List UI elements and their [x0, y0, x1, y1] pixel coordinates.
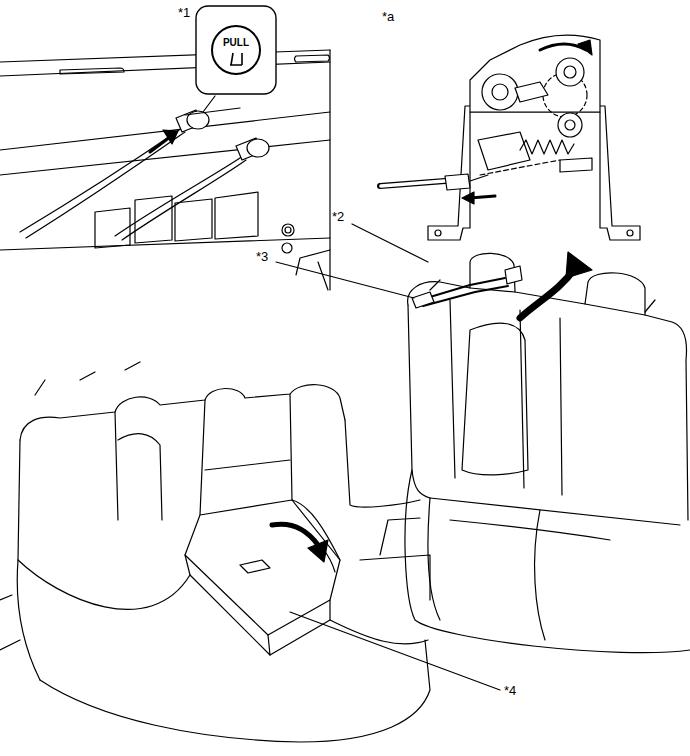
button-label: PULL	[223, 38, 249, 48]
callout-number: *4	[504, 684, 516, 697]
callout-frame	[195, 5, 277, 95]
latch-mechanism	[380, 35, 640, 240]
leader-line	[203, 96, 215, 112]
release-cables	[20, 108, 269, 240]
detail-arrow-head	[566, 252, 592, 278]
callout-number: *2	[332, 210, 344, 223]
leader-line	[290, 612, 500, 690]
callout-number: *1	[178, 6, 190, 19]
leader-line	[352, 224, 428, 262]
leader-line	[276, 262, 414, 298]
pull-button-callout: PULL	[195, 5, 277, 95]
rear-seat-right	[405, 253, 690, 652]
callout-number: *3	[256, 250, 268, 263]
fold-arrow	[272, 524, 318, 545]
fold-arrow-head	[308, 540, 328, 562]
rear-seat-left	[0, 362, 430, 742]
callout-number: *a	[382, 10, 394, 23]
tray-panel	[0, 50, 330, 290]
